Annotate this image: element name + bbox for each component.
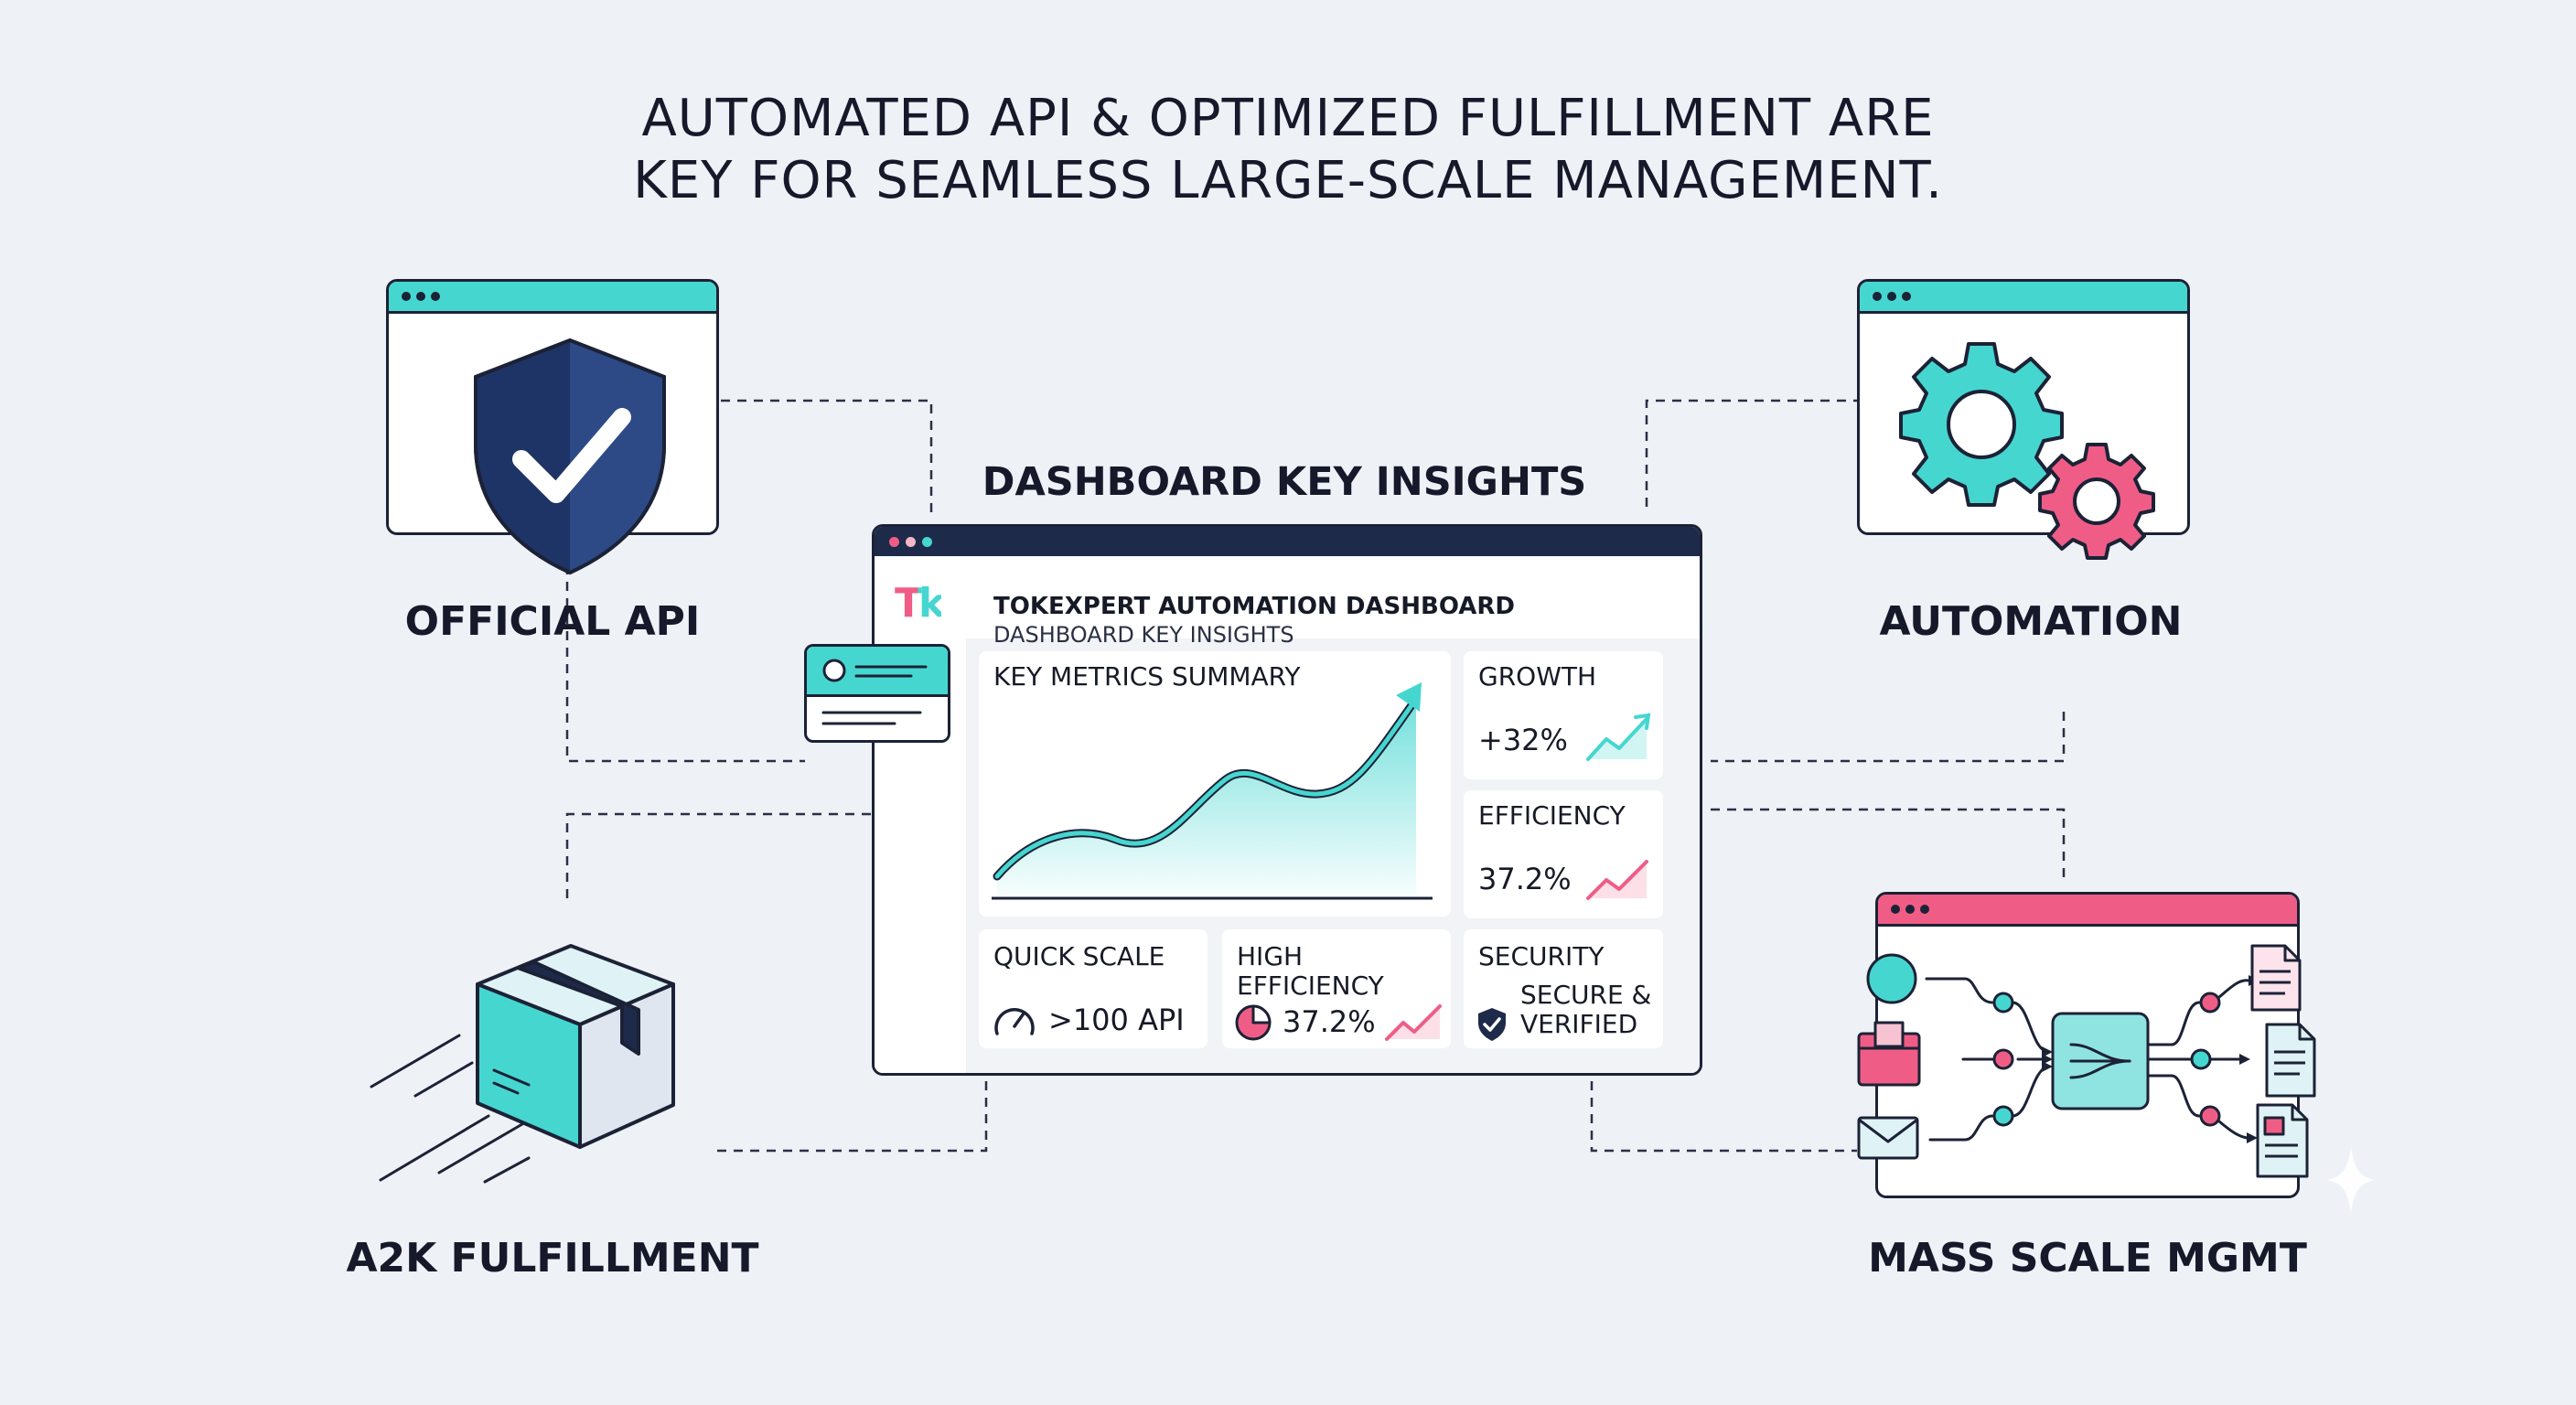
high-efficiency-card: HIGH EFFICIENCY 37.2%	[1222, 929, 1451, 1048]
quick-scale-card: QUICK SCALE >100 API	[979, 929, 1208, 1048]
security-value-line-2: VERIFIED	[1520, 1009, 1638, 1039]
high-efficiency-value: 37.2%	[1283, 1004, 1376, 1039]
quick-scale-value: >100 API	[1048, 1003, 1185, 1037]
dashboard-app-subtitle: DASHBOARD KEY INSIGHTS	[993, 622, 1294, 648]
card-title: EFFICIENCY	[1478, 800, 1626, 831]
trend-up-icon	[1586, 713, 1651, 761]
card-title-line-1: HIGH	[1237, 941, 1304, 971]
connector-automation-top	[1645, 399, 1862, 512]
shield-check-icon	[474, 338, 666, 575]
connector-api-top	[721, 399, 933, 512]
gears-icon	[1899, 342, 2155, 560]
efficiency-card: EFFICIENCY 37.2%	[1464, 790, 1663, 918]
speedometer-icon	[994, 1008, 1035, 1035]
card-title-line-2: EFFICIENCY	[1237, 971, 1384, 1001]
connector-api-bottom	[565, 549, 805, 763]
dashboard-titlebar	[875, 527, 1700, 556]
dashboard-section-title: DASHBOARD KEY INSIGHTS	[982, 459, 1587, 505]
trend-up-icon	[1586, 860, 1648, 900]
dashboard-header	[966, 556, 1700, 638]
growth-trend-chart	[992, 682, 1433, 900]
security-value: SECURE & VERIFIED	[1520, 981, 1651, 1039]
dashboard-sidebar: Tk	[875, 556, 968, 1073]
window-titlebar	[389, 282, 716, 314]
window-titlebar	[1860, 282, 2187, 314]
card-title: GROWTH	[1478, 661, 1597, 692]
sparkle-icon	[2327, 1147, 2375, 1213]
dashboard-app-title: TOKEXPERT AUTOMATION DASHBOARD	[993, 593, 1515, 620]
growth-card: GROWTH +32%	[1464, 651, 1663, 779]
headline-line-2: KEY FOR SEAMLESS LARGE-SCALE MANAGEMENT.	[633, 151, 1943, 210]
connector-mass-bottom	[1590, 1081, 1857, 1153]
pie-chart-icon	[1235, 1004, 1272, 1041]
official-api-label: OFFICIAL API	[404, 598, 701, 645]
automation-label: AUTOMATION	[1879, 598, 2183, 645]
app-logo-text: Tk	[895, 580, 945, 627]
connector-fulfillment-top	[565, 812, 871, 901]
window-titlebar	[1878, 895, 2297, 927]
efficiency-value: 37.2%	[1478, 862, 1572, 896]
card-title: SECURITY	[1478, 941, 1605, 971]
workflow-icon	[1857, 944, 2316, 1178]
mass-scale-label: MASS SCALE MGMT	[1868, 1235, 2307, 1282]
trend-up-icon	[1385, 1004, 1442, 1041]
package-box-icon	[370, 944, 675, 1184]
shield-icon	[1478, 1008, 1506, 1041]
card-title: KEY METRICS SUMMARY	[993, 661, 1301, 692]
connector-fulfillment-bottom	[712, 1081, 988, 1153]
headline: AUTOMATED API & OPTIMIZED FULFILLMENT AR…	[0, 88, 2576, 212]
headline-line-1: AUTOMATED API & OPTIMIZED FULFILLMENT AR…	[641, 89, 1935, 148]
growth-value: +32%	[1478, 723, 1568, 757]
chat-message-icon	[821, 659, 928, 725]
connector-automation-bottom	[1711, 712, 2066, 763]
card-title: QUICK SCALE	[993, 941, 1165, 971]
card-title: HIGH EFFICIENCY	[1237, 942, 1384, 1001]
fulfillment-label: A2K FULFILLMENT	[346, 1235, 759, 1282]
dashboard-window: Tk TOKEXPERT AUTOMATION DASHBOARD DASHBO…	[872, 524, 1702, 1076]
dashboard-content: TOKEXPERT AUTOMATION DASHBOARD DASHBOARD…	[966, 556, 1700, 1073]
security-value-line-1: SECURE &	[1520, 980, 1652, 1010]
app-logo: Tk	[895, 580, 945, 627]
connector-mass-top	[1711, 808, 2066, 883]
key-metrics-summary-card: KEY METRICS SUMMARY	[979, 651, 1451, 917]
chat-message-widget	[804, 644, 950, 743]
security-card: SECURITY SECURE & VERIFIED	[1464, 929, 1663, 1048]
